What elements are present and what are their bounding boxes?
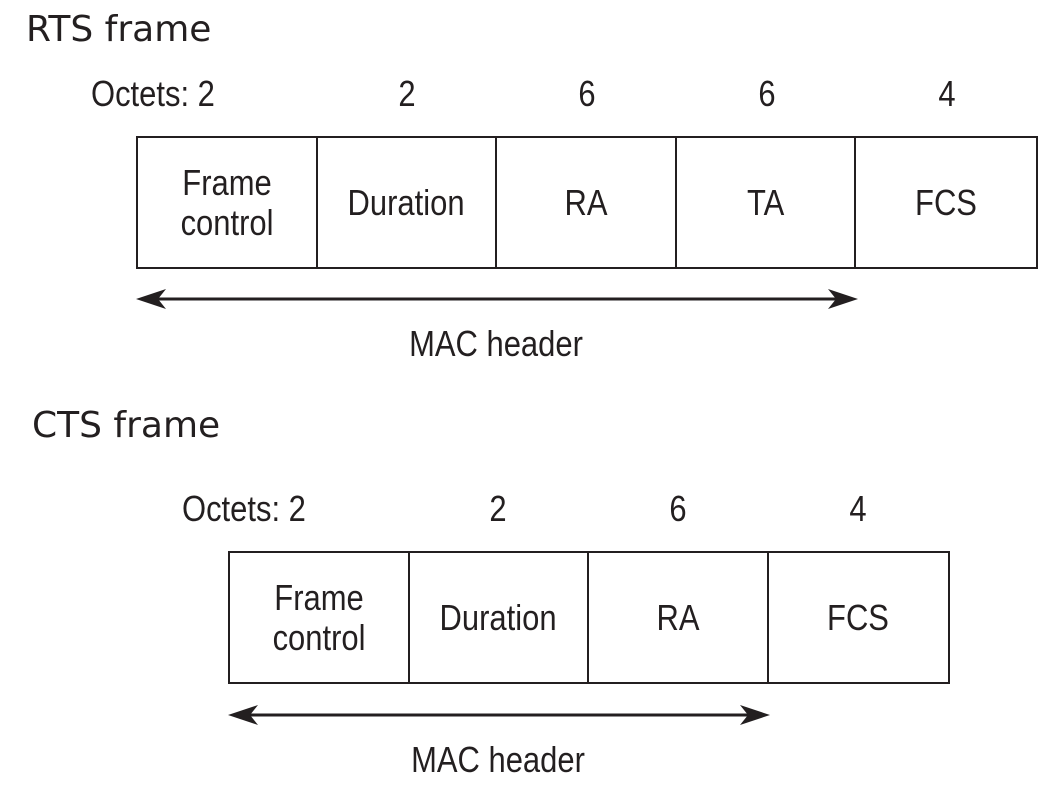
cts-frame-title: CTS frame xyxy=(32,405,221,446)
rts-octet-frame-control: Octets: 2 xyxy=(91,73,215,114)
cts-octet-sizes: Octets: 2 2 6 4 xyxy=(0,487,1056,531)
rts-frame-title: RTS frame xyxy=(26,9,212,50)
rts-field-frame-control-label: Frame control xyxy=(180,161,274,243)
cts-arrow-right-head xyxy=(740,705,770,725)
rts-octet-ra: 6 xyxy=(578,73,596,114)
rts-field-ta: TA xyxy=(677,138,857,267)
rts-field-ta-label: TA xyxy=(746,181,785,223)
rts-field-ra: RA xyxy=(497,138,677,267)
cts-mac-header-label: MAC header xyxy=(411,739,585,780)
rts-octet-sizes: Octets: 2 2 6 6 4 xyxy=(0,72,1056,116)
rts-arrow-right-head xyxy=(828,289,858,309)
cts-octet-duration: 2 xyxy=(489,488,507,529)
rts-field-duration-label: Duration xyxy=(347,181,465,223)
cts-octet-ra: 6 xyxy=(669,488,687,529)
rts-field-ra-label: RA xyxy=(564,181,608,223)
cts-mac-header-arrow xyxy=(228,705,770,725)
cts-octet-fcs: 4 xyxy=(849,488,867,529)
cts-field-frame-control: Frame control xyxy=(230,553,410,682)
rts-field-fcs: FCS xyxy=(856,138,1036,267)
cts-frame-fields: Frame control Duration RA FCS xyxy=(228,551,950,684)
rts-mac-header-label: MAC header xyxy=(409,323,583,364)
cts-field-duration: Duration xyxy=(410,553,589,682)
rts-octet-fcs: 4 xyxy=(938,73,956,114)
cts-octet-frame-control: Octets: 2 xyxy=(182,488,306,529)
cts-field-fcs: FCS xyxy=(769,553,949,682)
rts-octet-ta: 6 xyxy=(758,73,776,114)
cts-field-frame-control-label: Frame control xyxy=(272,576,366,658)
rts-field-fcs-label: FCS xyxy=(915,181,978,223)
rts-arrow-left-head xyxy=(136,289,166,309)
cts-field-ra: RA xyxy=(589,553,769,682)
rts-field-frame-control: Frame control xyxy=(138,138,318,267)
cts-field-fcs-label: FCS xyxy=(827,596,890,638)
rts-mac-header-arrow xyxy=(136,289,858,309)
cts-arrow-left-head xyxy=(228,705,258,725)
cts-field-duration-label: Duration xyxy=(439,596,557,638)
cts-field-ra-label: RA xyxy=(656,596,700,638)
rts-octet-duration: 2 xyxy=(398,73,416,114)
rts-field-duration: Duration xyxy=(318,138,498,267)
rts-frame-fields: Frame control Duration RA TA FCS xyxy=(136,136,1038,269)
